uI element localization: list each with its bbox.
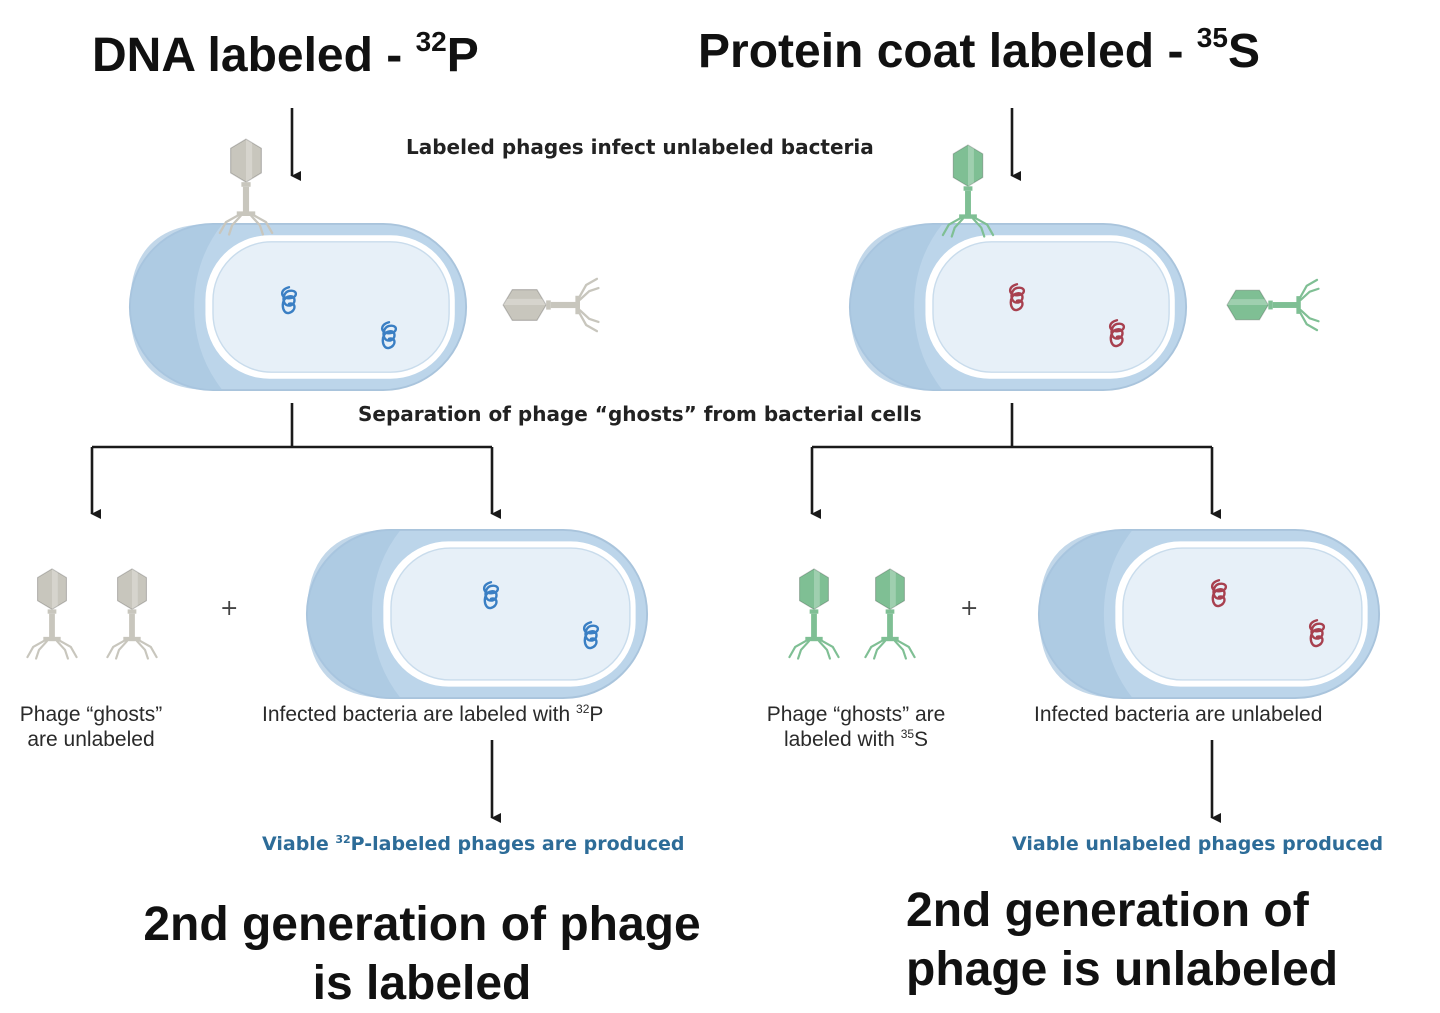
right-infected-bacterium <box>1037 528 1381 700</box>
left-ghost-caption: Phage “ghosts” are unlabeled <box>19 703 163 752</box>
branch-left <box>90 403 501 519</box>
right-top-phage-attached <box>941 143 995 239</box>
left-result-label: Viable 32P-labeled phages are produced <box>262 833 685 855</box>
right-result-label: Viable unlabeled phages produced <box>1012 833 1384 855</box>
plus-sign-right: + <box>960 596 979 621</box>
right-bacteria-caption: Infected bacteria are unlabeled <box>1034 703 1323 726</box>
phage-ghost-icon <box>787 567 841 661</box>
right-side-phage-attached <box>1225 278 1321 332</box>
left-side-phage-attached <box>501 277 600 333</box>
left-conclusion: 2nd generation of phage is labeled <box>143 898 701 1010</box>
right-conclusion: 2nd generation of phage is unlabeled <box>906 884 1339 996</box>
right-ghost-phages <box>787 567 917 661</box>
left-top-phage-attached <box>218 137 274 236</box>
phage-ghost-icon <box>863 567 917 661</box>
phage-ghost-icon <box>105 567 159 661</box>
right-heading: Protein coat labeled - 35S <box>698 22 1260 78</box>
right-top-bacterium <box>848 222 1188 392</box>
left-top-bacterium <box>128 222 468 392</box>
step-infect-label: Labeled phages infect unlabeled bacteria <box>406 135 874 159</box>
left-ghost-phages <box>25 567 159 661</box>
plus-sign-left: + <box>220 596 239 621</box>
left-heading: DNA labeled - 32P <box>92 26 479 82</box>
right-ghost-caption: Phage “ghosts” are labeled with 35S <box>766 703 946 752</box>
phage-ghost-icon <box>25 567 79 661</box>
branch-right <box>810 403 1221 519</box>
left-bacteria-caption: Infected bacteria are labeled with 32P <box>262 702 604 726</box>
left-infected-bacterium <box>305 528 649 700</box>
step-separate-label: Separation of phage “ghosts” from bacter… <box>358 402 922 426</box>
flow-arrows <box>90 108 1221 823</box>
